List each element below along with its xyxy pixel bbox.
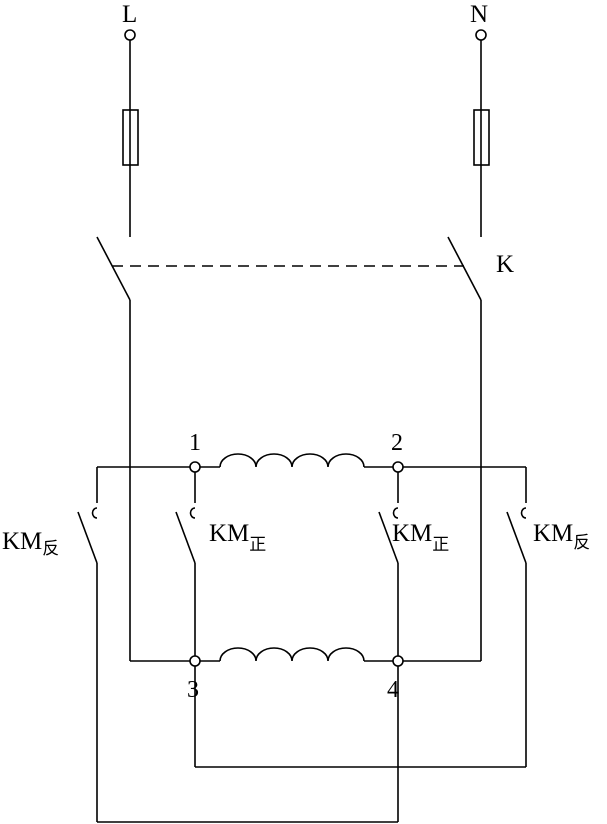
winding-node-1-label: 1 [189, 430, 201, 456]
contact-km-reverse-left-label: KM反 [2, 528, 59, 558]
contact-km-forward-right [378, 472, 399, 656]
winding-top [200, 453, 393, 468]
winding-node-2 [392, 461, 404, 473]
winding-node-3-label: 3 [187, 677, 199, 703]
switch-k [96, 236, 482, 301]
contact-km-forward-left-label: KM正 [209, 520, 266, 554]
winding-node-1 [189, 461, 201, 473]
contact-km-forward-right-label: KM正 [392, 520, 449, 554]
terminal-n-node [475, 29, 487, 41]
terminal-l-label: L [122, 1, 137, 28]
switch-k-blade-left [96, 236, 131, 301]
terminal-l-node [124, 29, 136, 41]
left-supply-line [122, 40, 139, 237]
winding-node-4 [392, 655, 404, 667]
switch-k-label: K [496, 251, 514, 278]
switch-k-blade-right [447, 236, 482, 301]
contact-km-reverse-left [77, 467, 98, 822]
contact-km-reverse-right-label: KM反 [533, 520, 590, 552]
right-supply-line [473, 40, 490, 237]
winding-node-3 [189, 655, 201, 667]
winding-node-2-label: 2 [391, 430, 403, 456]
contact-km-forward-left [175, 472, 196, 656]
winding-node-4-label: 4 [387, 677, 399, 703]
winding-bottom [200, 647, 393, 662]
contact-km-reverse-right [506, 467, 527, 767]
terminal-n-label: N [470, 1, 488, 28]
